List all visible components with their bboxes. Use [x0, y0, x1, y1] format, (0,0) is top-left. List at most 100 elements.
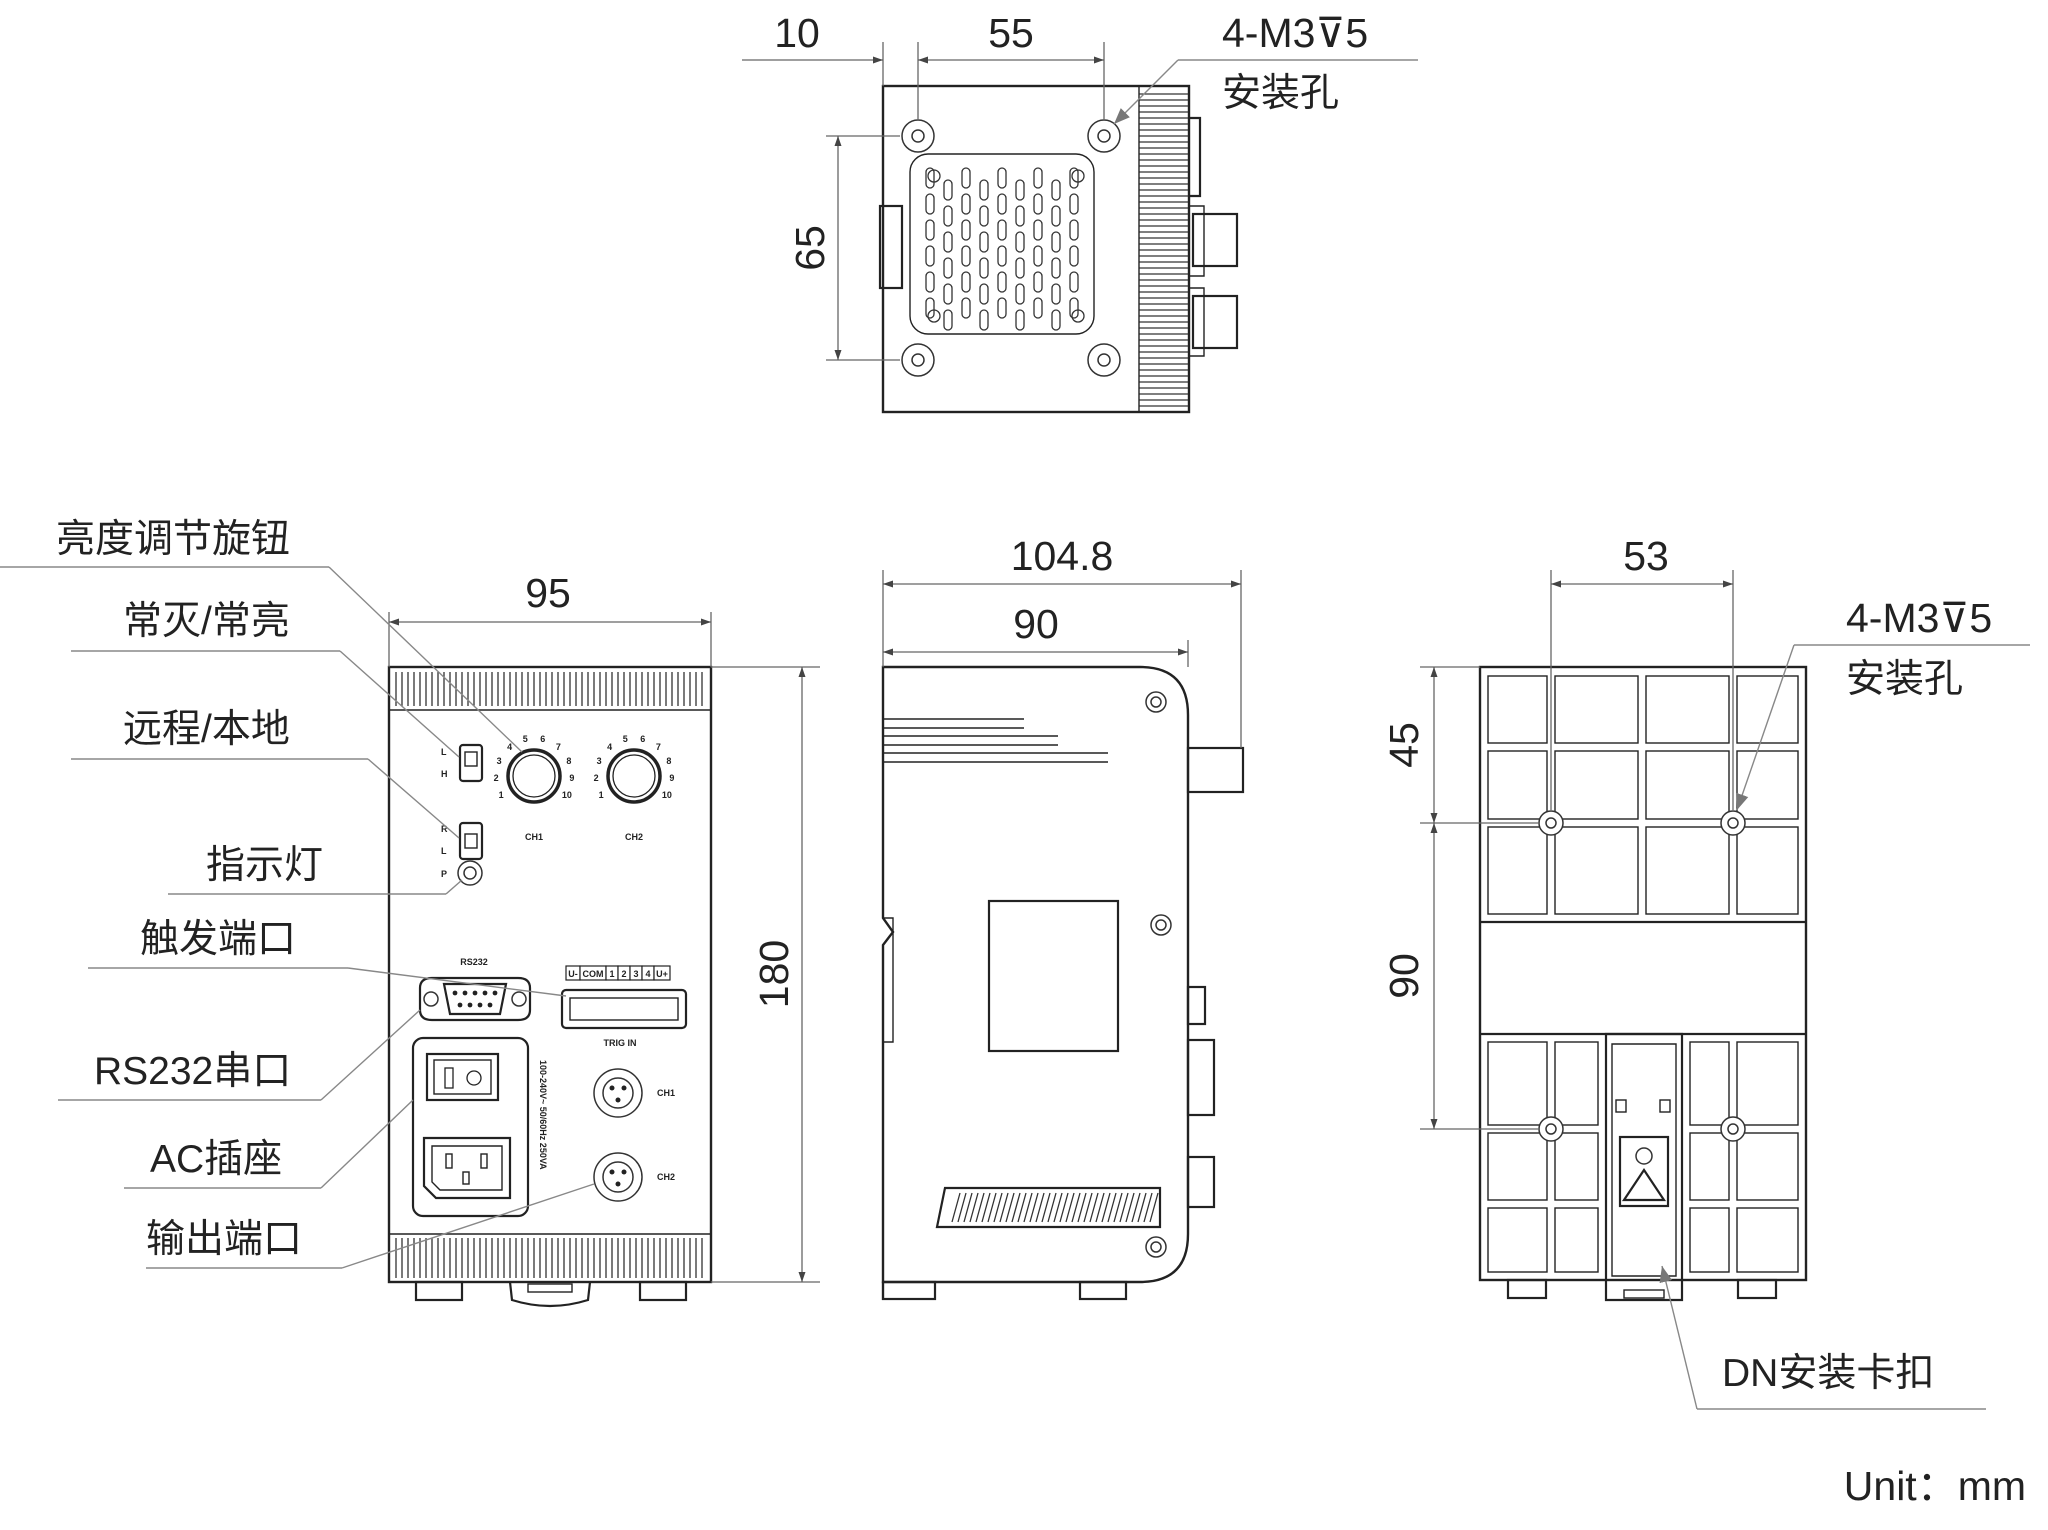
mount-hole — [1720, 810, 1746, 836]
knob-scale-mark: 6 — [540, 734, 545, 744]
knob-scale-mark: 6 — [640, 734, 645, 744]
switch2-label-bottom: L — [441, 846, 447, 856]
knob-scale-mark: 1 — [499, 790, 504, 800]
side-view-body — [881, 665, 1190, 1284]
knob-scale-mark: 10 — [662, 790, 672, 800]
indicator-label: P — [441, 869, 447, 879]
connector-ch1-side — [1191, 212, 1239, 268]
knob-scale-mark: 8 — [566, 756, 571, 766]
ac-inlet[interactable] — [422, 1136, 512, 1200]
side-screw — [1145, 1236, 1167, 1258]
trigger-pin-label: 4 — [645, 969, 650, 979]
rear-rib-grid — [1487, 675, 1799, 1273]
knob-scale-mark: 8 — [666, 756, 671, 766]
mount-hole — [1538, 1116, 1564, 1142]
trig-in-label: TRIG IN — [604, 1038, 637, 1048]
din-clip-bottom — [508, 1281, 592, 1308]
mount-hole — [1720, 1116, 1746, 1142]
switch1-label-top: L — [441, 747, 447, 757]
left-clip — [878, 204, 904, 290]
din-clip-latch — [1618, 1135, 1670, 1208]
remote-local-switch[interactable] — [458, 821, 484, 861]
knob-scale-mark: 3 — [497, 756, 502, 766]
trigger-port[interactable] — [560, 988, 688, 1030]
top-mount-hole-label: 安装孔 — [1222, 72, 1339, 115]
knob-scale-mark: 9 — [669, 773, 674, 783]
switch2-label-top: R — [441, 824, 448, 834]
callout-rs232: RS232串口 — [94, 1050, 291, 1093]
trigger-pin-label: 3 — [633, 969, 638, 979]
knob-scale-mark: 5 — [523, 734, 528, 744]
knob-scale-mark: 4 — [507, 742, 512, 752]
knob-scale-mark: 10 — [562, 790, 572, 800]
knob1-label: CH1 — [525, 832, 543, 842]
switch-protrusion — [1189, 116, 1202, 198]
vent-slots — [925, 167, 1085, 331]
dim-offset-10: 10 — [774, 10, 820, 56]
callout-remote-local: 远程/本地 — [123, 708, 290, 751]
rear-mount-hole-spec: 4-M3⊽5 — [1846, 595, 1992, 641]
dim-front-height-180: 180 — [751, 940, 797, 1008]
unit-label: Unit：mm — [1844, 1463, 2026, 1509]
side-view: 104.8 90 — [881, 533, 1245, 1301]
side-label-area — [987, 899, 1120, 1053]
mount-hole — [1087, 119, 1121, 153]
brightness-knob-ch2[interactable] — [606, 748, 662, 804]
dim-hole-spacing-55: 55 — [988, 10, 1034, 56]
din-rail-clip — [1604, 1032, 1684, 1302]
foot — [638, 1280, 688, 1302]
dim-front-width-95: 95 — [525, 570, 571, 616]
din-clip-label: DN安装卡扣 — [1722, 1352, 1934, 1395]
power-switch[interactable] — [425, 1052, 500, 1102]
side-connector — [1186, 746, 1245, 794]
trigger-pin-label: COM — [583, 969, 604, 979]
knob-scale-mark: 7 — [556, 742, 561, 752]
output1-label: CH1 — [657, 1088, 675, 1098]
knob-scale-mark: 2 — [494, 773, 499, 783]
callout-always-off-on: 常灭/常亮 — [123, 600, 290, 643]
mount-hole — [1087, 343, 1121, 377]
callout-ac-socket: AC插座 — [150, 1138, 282, 1181]
knob-scale-mark: 1 — [599, 790, 604, 800]
dim-rear-hole-spacing-53: 53 — [1623, 533, 1669, 579]
always-off-on-switch[interactable] — [458, 743, 484, 783]
power-rating: 100-240V~ 50/60Hz 250VA — [538, 1060, 548, 1170]
knob-scale-mark: 3 — [597, 756, 602, 766]
side-vent — [935, 1186, 1162, 1229]
callout-brightness-knob: 亮度调节旋钮 — [56, 518, 290, 561]
knob-scale-mark: 2 — [594, 773, 599, 783]
rs232-label: RS232 — [460, 957, 488, 967]
knob-scale-mark: 4 — [607, 742, 612, 752]
connector-ch2-side — [1191, 294, 1239, 350]
output-port-ch2[interactable] — [593, 1152, 643, 1202]
output2-label: CH2 — [657, 1172, 675, 1182]
rs232-port[interactable] — [418, 976, 532, 1022]
brightness-knob-ch1[interactable] — [506, 748, 562, 804]
rear-mount-hole-label: 安装孔 — [1846, 658, 1963, 701]
callout-indicator: 指示灯 — [206, 844, 323, 887]
side-screw — [1145, 691, 1167, 713]
dim-hole-spacing-65: 65 — [787, 225, 833, 271]
output-port-ch1[interactable] — [593, 1068, 643, 1118]
knob-scale-mark: 7 — [656, 742, 661, 752]
mount-hole — [901, 343, 935, 377]
ac-power-module — [411, 1036, 530, 1218]
knob2-label: CH2 — [625, 832, 643, 842]
vent-area — [909, 153, 1095, 335]
indicator-light — [457, 860, 483, 886]
callouts: 亮度调节旋钮 常灭/常亮 远程/本地 指示灯 触发端口 RS232串口 AC插座… — [0, 518, 595, 1269]
trigger-pin-label: 2 — [621, 969, 626, 979]
top-view-heatsink — [1139, 93, 1189, 407]
rear-view: 53 45 90 4-M3⊽5 安装孔 DN安装卡扣 — [1381, 533, 2030, 1410]
switch1-label-bottom: H — [441, 769, 448, 779]
knob-scale-mark: 5 — [623, 734, 628, 744]
foot — [414, 1280, 464, 1302]
callout-trigger-port: 触发端口 — [140, 918, 296, 961]
knob-scale-mark: 9 — [569, 773, 574, 783]
side-screw — [1150, 914, 1172, 936]
